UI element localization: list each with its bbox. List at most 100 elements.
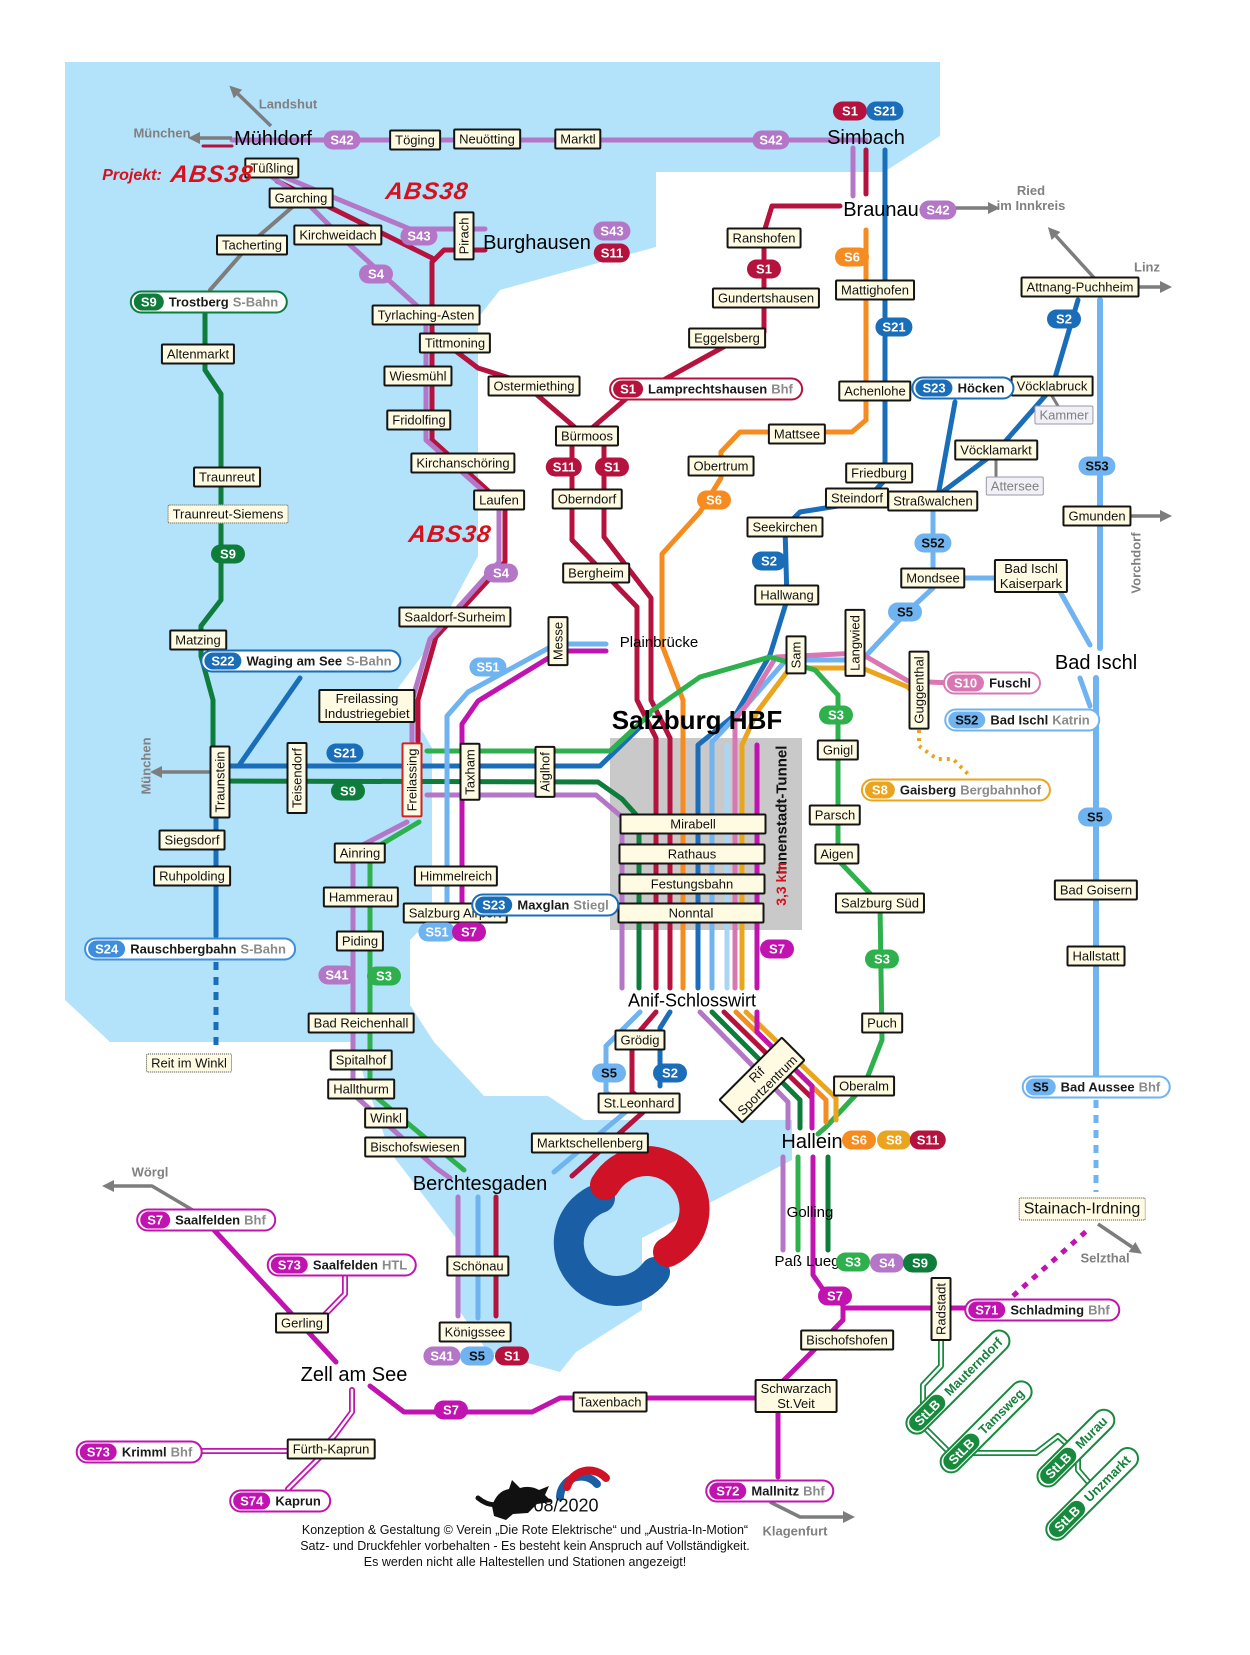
- station-pa-lueg: Paß Lueg: [774, 1253, 840, 1270]
- pill-badge-s73: S73: [79, 1443, 117, 1461]
- edition-date-text: 08/2020: [533, 1495, 599, 1516]
- station-gundertshausen: Gundertshausen: [711, 287, 821, 309]
- line-badge-s41-42: S41: [423, 1346, 461, 1366]
- station-festungsbahn: Festungsbahn: [618, 873, 766, 895]
- station-radstadt: Radstadt: [930, 1276, 952, 1342]
- station-attersee: Attersee: [985, 476, 1045, 496]
- line-badge-s21-21: S21: [326, 743, 364, 763]
- pill-badge-s24: S24: [88, 940, 126, 958]
- arrow-head-muenchen-top: [188, 132, 200, 144]
- station-salzburg-hbf: Salzburg HBF: [611, 705, 783, 735]
- pill-suffix: Bergbahnhof: [960, 782, 1042, 798]
- pill-badge-s5: S5: [1025, 1078, 1056, 1096]
- station-langwied: Langwied: [844, 609, 866, 677]
- pill-suffix: Bhf: [771, 381, 793, 397]
- pill-label: Trostberg: [168, 294, 229, 310]
- pill-badge-s22: S22: [204, 652, 242, 670]
- rail-s3-freilassing: [424, 711, 653, 754]
- rail-s7-saalfelden: [211, 1227, 339, 1365]
- station-braunau: Braunau: [843, 199, 919, 221]
- arrow-head-muenchen-west: [150, 766, 162, 778]
- station-reit-im-winkl: Reit im Winkl: [146, 1053, 232, 1073]
- line-badge-s8-35: S8: [877, 1130, 911, 1150]
- station-stainach-irdning: Stainach-Irdning: [1018, 1197, 1146, 1221]
- line-badge-s43-5: S43: [400, 226, 438, 246]
- station-zell-am-see: Zell am See: [300, 1364, 408, 1386]
- rail-s21-traunstein: [210, 724, 643, 769]
- station-gerling: Gerling: [275, 1312, 329, 1334]
- text-w-rgl: Wörgl: [131, 1164, 169, 1180]
- pill-suffix: S-Bahn: [232, 294, 279, 310]
- station-stra-walchen: Straßwalchen: [887, 490, 979, 512]
- station-wiesm-hl: Wiesmühl: [383, 365, 453, 387]
- text-landshut: Landshut: [258, 96, 318, 112]
- station-puch: Puch: [861, 1012, 903, 1034]
- pill-badge-s52: S52: [948, 711, 986, 729]
- text-projekt: Projekt:: [102, 167, 162, 184]
- line-badge-s2-12: S2: [1047, 309, 1081, 329]
- line-badge-s9-20: S9: [211, 544, 245, 564]
- rail-s4-hallein: [697, 1009, 791, 1131]
- pill-badge-stlb: StLB: [905, 1391, 949, 1435]
- pill-suffix: Bhf: [244, 1212, 266, 1228]
- footer-credits: Konzeption & Gestaltung © Verein „Die Ro…: [145, 1522, 905, 1570]
- pill-label: Tamsweg: [975, 1385, 1028, 1438]
- station-gr-dig: Grödig: [614, 1029, 666, 1051]
- station-t-ling: Tüßling: [244, 157, 300, 179]
- station-traunreut-siemens: Traunreut-Siemens: [167, 504, 289, 524]
- line-badge-s51-23: S51: [469, 657, 507, 677]
- station-anif-schlosswirt: Anif-Schlosswirt: [627, 990, 757, 1011]
- fox-tail-icon: [475, 1495, 503, 1508]
- station-steindorf: Steindorf: [824, 487, 890, 509]
- station-marktl: Marktl: [554, 128, 602, 150]
- rail-s74-kaprun-core: [286, 1453, 324, 1491]
- pill-badge-s8: S8: [864, 781, 895, 799]
- pill-label: Maxglan: [517, 897, 570, 913]
- station-v-cklabruck: Vöcklabruck: [1010, 375, 1094, 397]
- pill-badge-s74: S74: [233, 1492, 271, 1510]
- pill-label: Saalfelden: [175, 1212, 241, 1228]
- text-m-nchen: München: [133, 125, 191, 141]
- station-aiglhof: Aiglhof: [534, 746, 556, 798]
- line-badge-s3-33: S3: [865, 949, 899, 969]
- station-salzburg-s-d: Salzburg Süd: [834, 892, 926, 914]
- station-tittmoning: Tittmoning: [418, 332, 492, 354]
- rail-kammer-link: [1050, 394, 1060, 408]
- arrow-line-selzthal: [1097, 1222, 1133, 1249]
- rail-s51-airport: [444, 641, 609, 923]
- line-badge-s6-16: S6: [697, 490, 731, 510]
- station-kirchansch-ring: Kirchanschöring: [410, 452, 516, 474]
- line-badge-s51-28: S51: [418, 922, 456, 942]
- station-nonntal: Nonntal: [617, 902, 765, 924]
- station-taxham: Taxham: [459, 743, 481, 801]
- station-simbach: Simbach: [827, 127, 905, 149]
- arrow-head-woergl: [102, 1180, 114, 1192]
- station-piding: Piding: [335, 930, 385, 952]
- station-oberndorf: Oberndorf: [551, 488, 623, 510]
- station-t-ging: Töging: [389, 129, 441, 151]
- arrow-line-landshut: [236, 92, 273, 128]
- line-badge-s5-24: S5: [888, 602, 922, 622]
- pill-label: Schladming: [1010, 1302, 1085, 1318]
- line-badge-s7-40: S7: [818, 1286, 852, 1306]
- pill-label: Lamprechtshausen: [648, 381, 768, 397]
- station-fridolfing: Fridolfing: [386, 409, 452, 431]
- line-badge-s41-26: S41: [318, 965, 356, 985]
- station-ainring: Ainring: [333, 842, 387, 864]
- station-sam: Sam: [785, 635, 807, 675]
- rail-s52-badischl: [1055, 585, 1093, 648]
- station-gmunden: Gmunden: [1062, 505, 1132, 527]
- station-golling: Golling: [786, 1204, 834, 1221]
- station-siegsdorf: Siegsdorf: [158, 829, 226, 851]
- station-hallein: Hallein: [781, 1131, 843, 1153]
- rail-s71-dots: [1011, 1226, 1092, 1298]
